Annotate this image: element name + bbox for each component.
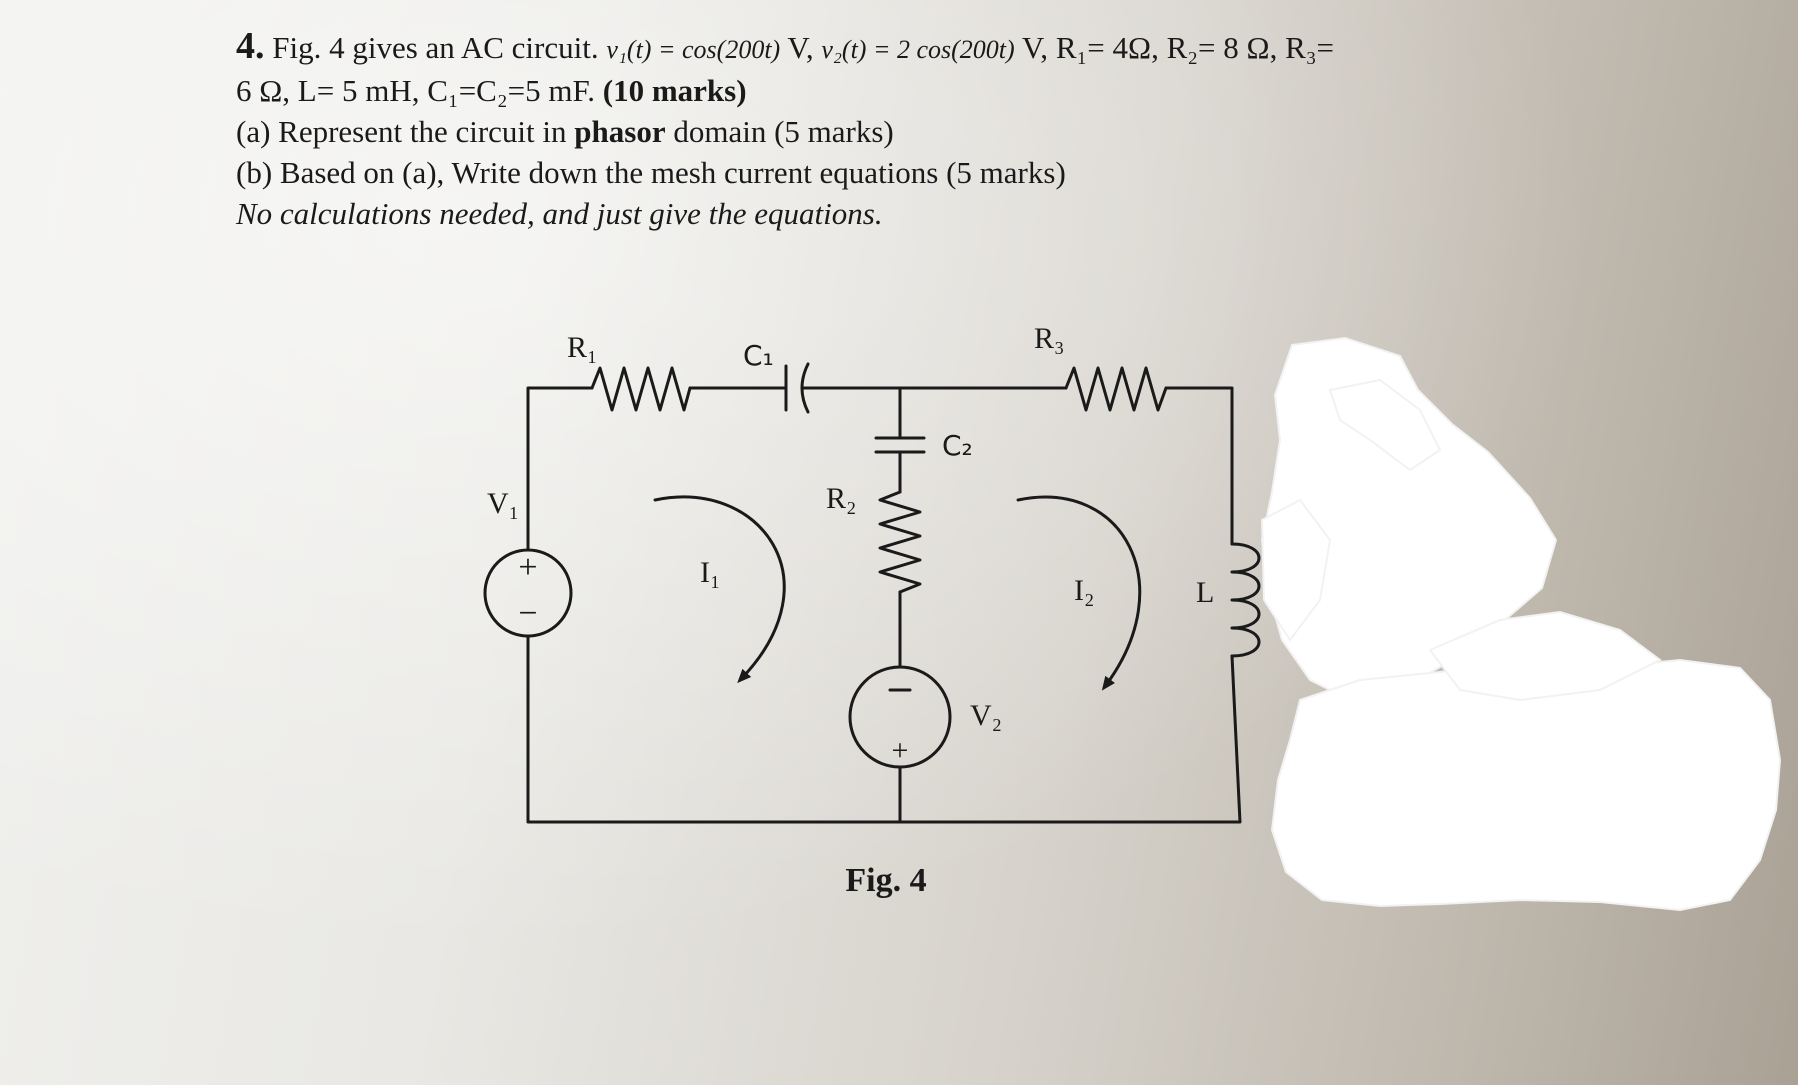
part-a-suffix: domain (5 marks) [673,114,894,149]
resistor-values: R₁= 4Ω, R₂= 8 Ω, R₃= [1055,30,1335,65]
wire-r3-right [1164,386,1234,546]
problem-line-2: 6 Ω, L= 5 mH, C₁=C₂=5 mF. (10 marks) [236,70,1736,111]
resistor-r1 [590,366,692,412]
problem-statement: 4. Fig. 4 gives an AC circuit. v₁(t) = c… [236,26,1736,234]
v1-unit: V, [787,30,814,65]
label-c1: C₁ [743,339,774,372]
part-a-keyword: phasor [574,114,666,149]
component-values: 6 Ω, L= 5 mH, C₁=C₂=5 mF. [236,73,596,108]
part-a-prefix: (a) Represent the circuit in [236,114,567,149]
part-b: (b) Based on (a), Write down the mesh cu… [236,155,1066,190]
label-c2: C₂ [942,429,973,462]
wire-left [526,386,594,552]
v1-minus-sign: − [518,595,537,632]
figure-caption: Fig. 4 [845,862,926,899]
mesh-arrow-i2 [1016,495,1142,691]
label-r1: R₁ [567,331,597,364]
wire-right-bottom [526,634,1242,824]
label-v1: V₁ [487,487,519,520]
v2-plus-sign: + [892,734,909,767]
problem-line-1: 4. Fig. 4 gives an AC circuit. v₁(t) = c… [236,26,1736,70]
label-r2: R₂ [826,482,856,515]
v1-expression: v₁(t) = cos(200t) [606,35,781,64]
label-l: L [1196,576,1214,609]
label-i1: I₁ [700,556,720,589]
v1-plus-sign: + [518,549,537,586]
label-i2: I₂ [1074,574,1094,607]
label-v2: V₂ [970,699,1002,732]
resistor-r2 [878,490,922,594]
instruction-note: No calculations needed, and just give th… [236,196,883,231]
v2-expression: v₂(t) = 2 cos(200t) [821,35,1015,64]
part-a: (a) Represent the circuit in phasor doma… [236,111,1736,152]
v1-source [483,548,573,638]
v2-unit: V, [1021,30,1049,65]
total-marks: (10 marks) [602,73,747,108]
inductor-l [1230,542,1261,658]
question-number: 4. [236,25,265,67]
resistor-r3 [1064,366,1168,412]
mesh-arrow-i1 [653,495,786,684]
problem-intro: Fig. 4 gives an AC circuit. [272,30,599,65]
v2-source [848,665,952,769]
label-r3: R₃ [1034,322,1064,355]
